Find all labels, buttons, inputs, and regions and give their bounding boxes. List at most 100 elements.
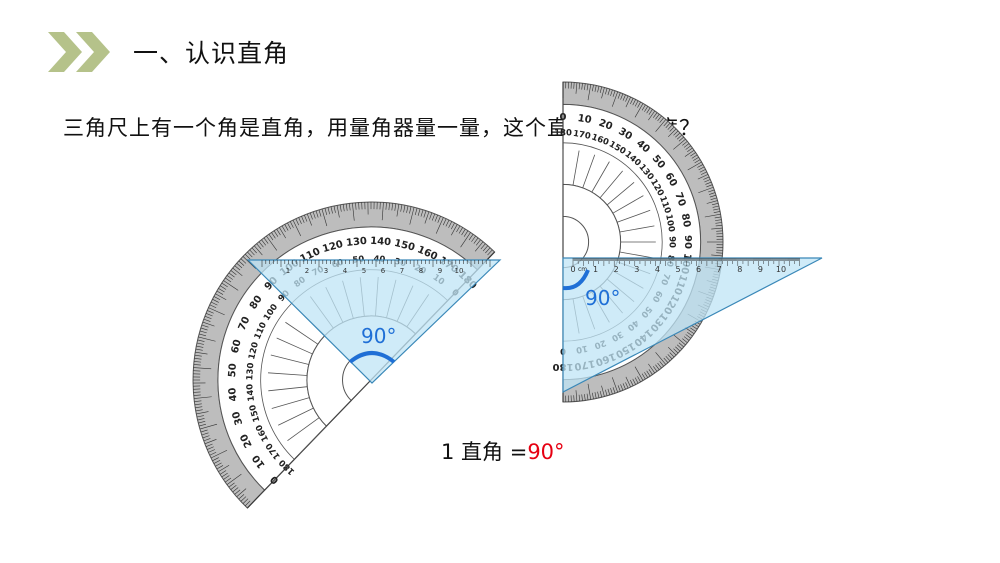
ruler-number: 2 <box>614 265 619 274</box>
outer-scale-number: 30 <box>231 410 245 426</box>
degree-tick <box>611 91 619 107</box>
degree-tick <box>698 186 714 194</box>
degree-tick <box>400 204 403 212</box>
radial-spoke <box>619 225 655 233</box>
outer-scale-number: 40 <box>227 387 239 402</box>
degree-tick <box>295 218 300 226</box>
degree-tick <box>474 241 484 252</box>
degree-tick <box>420 209 424 217</box>
degree-tick <box>655 114 660 120</box>
degree-tick <box>202 435 210 439</box>
degree-tick <box>435 217 444 234</box>
degree-tick <box>315 210 319 218</box>
degree-tick <box>691 325 698 330</box>
degree-tick <box>266 235 278 251</box>
degree-tick <box>292 219 302 237</box>
degree-tick <box>605 88 608 95</box>
degree-tick <box>301 216 305 223</box>
degree-tick <box>632 99 636 106</box>
degree-tick <box>611 377 619 393</box>
ruler-number: 5 <box>362 267 366 275</box>
degree-tick <box>349 203 351 211</box>
degree-tick <box>706 184 713 188</box>
right-right-angle-arc <box>562 269 590 291</box>
ruler-number: 8 <box>737 265 742 274</box>
degree-tick <box>482 245 489 252</box>
degree-tick <box>607 88 611 96</box>
degree-tick <box>381 202 384 221</box>
degree-tick <box>273 230 279 237</box>
result-value: 90° <box>527 440 565 464</box>
degree-tick <box>648 110 656 121</box>
ruler-number: 9 <box>438 267 442 275</box>
degree-tick <box>693 156 699 161</box>
degree-tick <box>215 293 227 301</box>
degree-tick <box>195 348 203 351</box>
degree-tick <box>587 84 592 101</box>
outer-scale-number: 10 <box>577 113 593 126</box>
degree-tick <box>699 169 706 173</box>
outer-scale-number: 150 <box>393 238 416 254</box>
degree-tick <box>599 86 602 94</box>
degree-tick <box>201 432 209 436</box>
degree-tick <box>485 247 491 254</box>
degree-tick <box>253 245 263 256</box>
degree-tick <box>196 342 204 345</box>
degree-tick <box>586 393 589 401</box>
degree-tick <box>673 130 679 136</box>
degree-tick <box>625 376 631 388</box>
degree-tick <box>208 449 216 453</box>
degree-tick <box>197 418 205 421</box>
degree-tick <box>204 315 212 320</box>
degree-tick <box>641 373 646 380</box>
degree-tick <box>592 392 594 400</box>
right-angle-label: 90° <box>585 286 620 310</box>
degree-tick <box>409 206 412 214</box>
degree-tick <box>599 390 602 398</box>
degree-tick <box>232 267 243 277</box>
degree-tick <box>713 208 720 211</box>
degree-tick <box>330 206 333 214</box>
right-ruler-unit: cm <box>578 266 587 273</box>
degree-tick <box>221 472 228 478</box>
degree-tick <box>306 213 312 226</box>
radial-spoke <box>278 407 314 426</box>
degree-tick <box>212 457 219 462</box>
degree-tick <box>607 388 611 396</box>
degree-tick <box>708 192 716 195</box>
degree-tick <box>706 200 718 204</box>
radial-spoke <box>276 337 313 355</box>
degree-tick <box>263 237 269 244</box>
degree-tick <box>683 336 690 341</box>
degree-tick <box>209 304 217 309</box>
degree-tick <box>575 82 578 94</box>
outer-scale-number: 80 <box>679 213 692 229</box>
degree-tick <box>450 222 455 230</box>
degree-tick <box>208 307 225 316</box>
degree-tick <box>678 136 684 142</box>
degree-tick <box>468 234 474 241</box>
degree-tick <box>460 232 471 248</box>
radial-spoke <box>619 251 655 259</box>
degree-tick <box>691 154 698 159</box>
inner-scale-number: 180 <box>554 129 572 139</box>
degree-tick <box>242 256 256 269</box>
degree-tick <box>637 101 641 108</box>
degree-tick <box>668 128 677 137</box>
degree-tick <box>710 197 717 200</box>
result-prefix: 1 直角 = <box>441 440 528 464</box>
degree-tick <box>632 378 636 385</box>
radial-spoke <box>606 182 635 206</box>
degree-tick <box>612 387 616 394</box>
degree-tick <box>193 396 212 399</box>
degree-tick <box>475 239 481 246</box>
degree-tick <box>648 363 656 374</box>
degree-tick <box>665 122 671 129</box>
degree-tick <box>667 124 673 130</box>
degree-tick <box>213 459 221 464</box>
degree-tick <box>284 224 289 231</box>
degree-tick <box>200 327 208 331</box>
degree-tick <box>594 85 597 92</box>
degree-tick <box>450 224 458 236</box>
